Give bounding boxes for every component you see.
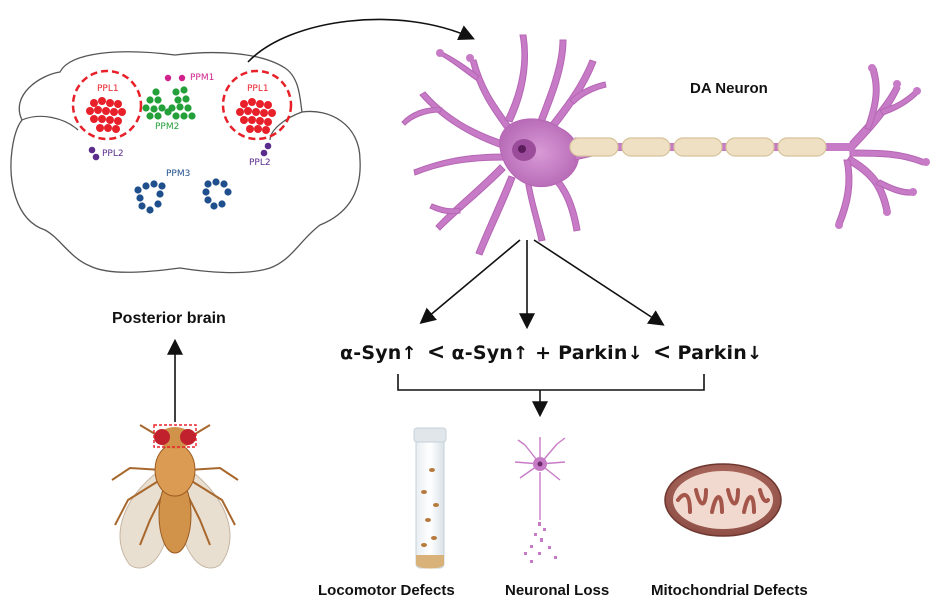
equation: α-Syn↑<α-Syn↑ + Parkin↓<Parkin↓ — [340, 340, 762, 365]
mitochondrion — [664, 463, 782, 537]
eq-term3: Parkin — [677, 342, 747, 364]
arrow-to-asyn — [419, 239, 521, 325]
eq-term1-arrow: ↑ — [401, 343, 417, 364]
axon-terminals — [436, 49, 930, 229]
ppm1-cluster — [164, 74, 186, 82]
ppl2-cluster — [88, 142, 272, 161]
arrow-to-parkin — [533, 239, 665, 326]
eq-term1: α-Syn — [340, 342, 402, 364]
eq-term3-arrow: ↓ — [747, 343, 763, 364]
ppl1-right-highlight — [221, 69, 293, 141]
locomotor-defects-label: Locomotor Defects — [318, 582, 455, 599]
ppl1-right-label: PPL1 — [247, 84, 269, 94]
ppl1-left-highlight — [71, 69, 143, 141]
ppm3-cluster — [134, 178, 232, 214]
eq-term2a: α-Syn — [451, 342, 514, 364]
ppl2-right-label: PPL2 — [249, 158, 271, 168]
ppl1-left-label: PPL1 — [97, 84, 119, 94]
da-neuron-title: DA Neuron — [690, 80, 768, 97]
eq-plus-parkin: + Parkin — [535, 342, 628, 364]
ppl2-left-label: PPL2 — [102, 149, 124, 159]
eq-less2: < — [652, 340, 672, 365]
test-tube — [413, 427, 447, 569]
eq-less1: < — [426, 340, 446, 365]
eq-term2b-arrow: ↓ — [627, 343, 643, 364]
degenerating-neuron — [514, 437, 566, 520]
ppm1-label: PPM1 — [190, 73, 215, 83]
eq-term2a-arrow: ↑ — [513, 343, 529, 364]
ppm2-cluster — [142, 86, 196, 120]
brain-outline — [10, 51, 361, 274]
ppm2-label: PPM2 — [155, 122, 180, 132]
neuron-fragments — [524, 522, 557, 563]
ppl1-left-cluster — [86, 97, 126, 133]
drosophila-fly — [111, 424, 239, 569]
posterior-brain-title: Posterior brain — [112, 310, 226, 327]
da-neuron — [401, 34, 926, 256]
mitochondrial-defects-label: Mitochondrial Defects — [651, 582, 808, 599]
brain-to-neuron-arrow — [247, 18, 475, 63]
ppm3-label: PPM3 — [166, 169, 191, 179]
ppl1-right-cluster — [236, 98, 276, 134]
equation-bracket — [397, 374, 705, 391]
neuronal-loss-label: Neuronal Loss — [505, 582, 610, 599]
myelin-sheath — [569, 137, 827, 157]
